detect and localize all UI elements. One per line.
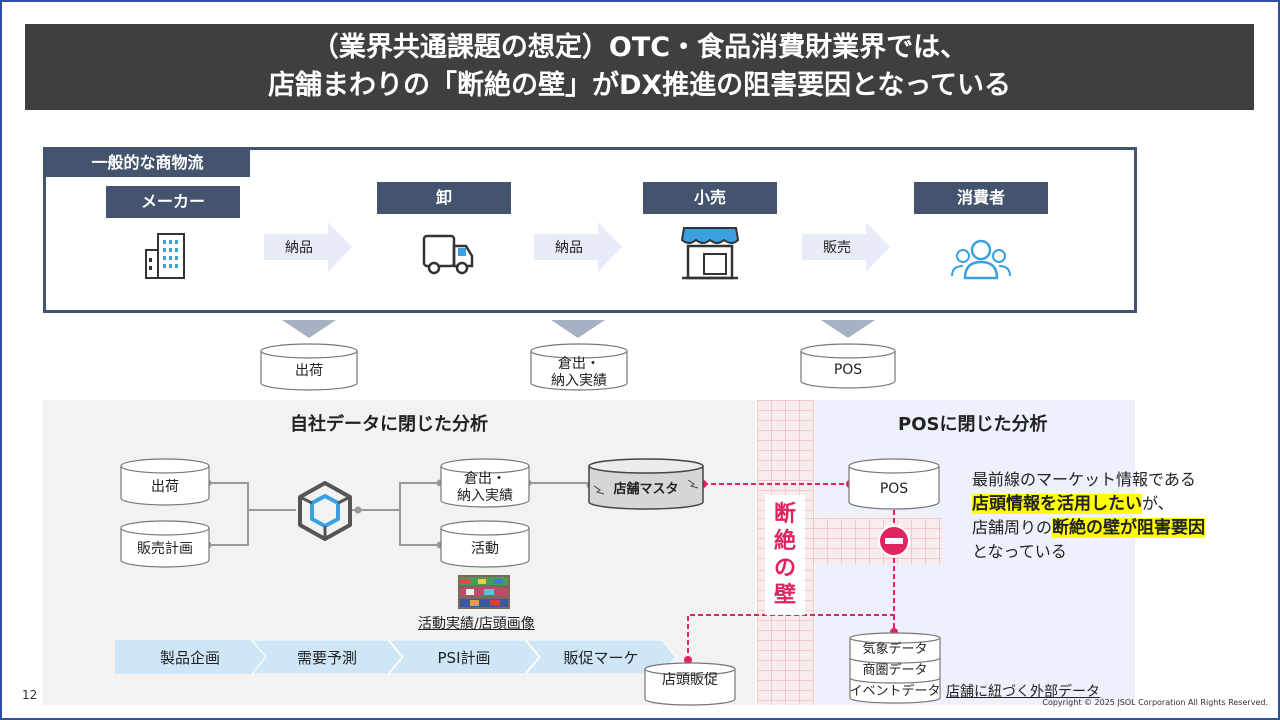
db-store-promo-label: 店頭販促 — [662, 672, 718, 688]
down-arrow-shipping — [282, 320, 336, 338]
db-sales-plan — [120, 520, 210, 568]
process-step-1: 製品企画 — [115, 640, 265, 674]
down-arrow-warehouse — [551, 320, 605, 338]
db-pos-top-label: POS — [833, 362, 863, 378]
db-shipping-label: 出荷 — [151, 479, 179, 495]
blocked-icon — [878, 525, 910, 557]
flow-arrow-sales: 販売 — [802, 222, 890, 272]
store-shelf-image — [458, 575, 510, 609]
activity-caption: 活動実績/店頭画像 — [418, 616, 535, 632]
db-warehouse-top — [530, 343, 628, 391]
truck-icon — [422, 234, 474, 275]
commerce-flow-box — [43, 147, 1137, 313]
db-pos-top — [800, 343, 896, 389]
users-icon — [951, 239, 1011, 280]
flow-arrow-delivery-2: 納品 — [534, 222, 622, 272]
right-panel-title: POSに閉じた分析 — [898, 414, 1048, 435]
commerce-flow-tag: 一般的な商物流 — [45, 149, 250, 177]
db-pos-label: POS — [879, 481, 909, 497]
slide-title: （業界共通課題の想定）OTC・食品消費財業界では、 店舗まわりの「断絶の壁」がD… — [25, 24, 1254, 110]
down-arrow-pos — [821, 320, 875, 338]
db-warehouse-label: 倉出・ 納入実績 — [457, 471, 513, 504]
building-icon — [145, 233, 185, 279]
db-shipping-top-label: 出荷 — [295, 363, 323, 379]
left-panel-title: 自社データに閉じた分析 — [290, 414, 488, 435]
title-line-1: （業界共通課題の想定）OTC・食品消費財業界では、 — [311, 32, 968, 63]
db-activity — [440, 520, 530, 568]
process-step-4: 販促マーケ — [524, 639, 677, 675]
stage-wholesale-header: 卸 — [377, 182, 511, 214]
db-pos — [848, 458, 940, 510]
external-weather: 気象データ — [862, 642, 928, 657]
external-events: イベントデータ — [849, 684, 941, 699]
stage-retail-header: 小売 — [643, 182, 777, 214]
db-store-master-label: 店舗マスタ — [613, 482, 679, 497]
page-number: 12 — [22, 688, 38, 702]
wall-label: 断 絶 の 壁 — [765, 495, 805, 615]
db-warehouse-top-label: 倉出・ 納入実績 — [551, 356, 607, 389]
db-store-promo — [644, 662, 736, 706]
db-store-master — [588, 458, 704, 510]
title-line-2: 店舗まわりの「断絶の壁」がDX推進の阻害要因となっている — [267, 70, 1012, 101]
data-hub-icon — [298, 481, 352, 541]
process-step-3: PSI計画 — [387, 639, 540, 675]
db-shipping-top — [260, 343, 358, 391]
external-caption: 店舗に紐づく外部データ — [946, 684, 1100, 700]
db-shipping — [120, 458, 210, 506]
external-trade-area: 商圏データ — [862, 663, 928, 678]
note-text: 最前線のマーケット情報である 店頭情報を活用したいが、 店舗周りの断絶の壁が阻害… — [972, 470, 1206, 561]
flow-arrow-delivery-1: 納品 — [264, 222, 352, 272]
note-highlight-2: 断絶の壁が阻害要因 — [1052, 518, 1206, 538]
stage-maker-header: メーカー — [106, 186, 240, 218]
db-sales-plan-label: 販売計画 — [137, 541, 193, 557]
db-warehouse — [440, 458, 530, 508]
flow-arrow-label: 納品 — [555, 240, 583, 256]
flow-arrow-label: 納品 — [285, 240, 313, 256]
store-icon — [680, 227, 740, 280]
process-step-2: 需要予測 — [250, 639, 403, 675]
db-external-stack — [849, 632, 941, 704]
stage-consumer-header: 消費者 — [914, 182, 1048, 214]
db-activity-label: 活動 — [471, 541, 499, 557]
copyright: Copyright © 2025 JSOL Corporation All Ri… — [1042, 698, 1268, 707]
note-highlight-1: 店頭情報を活用したい — [972, 494, 1142, 514]
flow-arrow-label: 販売 — [823, 240, 851, 256]
